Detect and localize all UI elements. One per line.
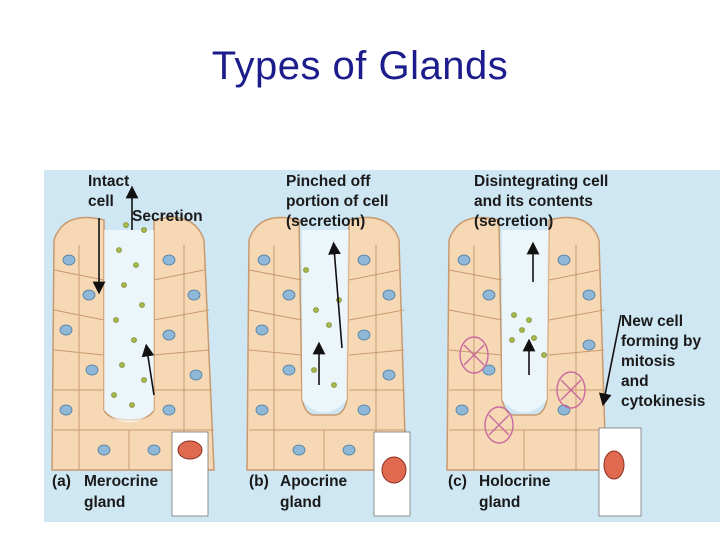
gland-diagram-art (51, 185, 642, 517)
slide-title: Types of Glands (211, 44, 509, 88)
merocrine-gland-drawing (51, 185, 215, 517)
pinched-off-label: Pinched off portion of cell (secretion) (286, 173, 389, 230)
gland-types-figure: Intact cell Secretion (a) Merocrine glan… (44, 170, 720, 522)
new-cell-label: New cell forming by mitosis and cytokine… (621, 313, 706, 410)
panel-b-letter: (b) (249, 473, 269, 490)
disintegrating-cell-label: Disintegrating cell and its contents (se… (474, 173, 609, 230)
holocrine-gland-drawing (446, 216, 642, 517)
merocrine-name: Merocrine (84, 473, 159, 490)
panel-c-letter: (c) (448, 473, 467, 490)
holocrine-gland-word: gland (479, 494, 521, 511)
apocrine-gland-word: gland (280, 494, 322, 511)
panel-a-letter: (a) (52, 473, 71, 490)
secretion-label: Secretion (132, 208, 203, 225)
intact-cell-label: Intact cell (88, 173, 130, 210)
holocrine-name: Holocrine (479, 473, 551, 490)
apocrine-gland-drawing (246, 216, 411, 517)
merocrine-gland-word: gland (84, 494, 126, 511)
apocrine-name: Apocrine (280, 473, 348, 490)
